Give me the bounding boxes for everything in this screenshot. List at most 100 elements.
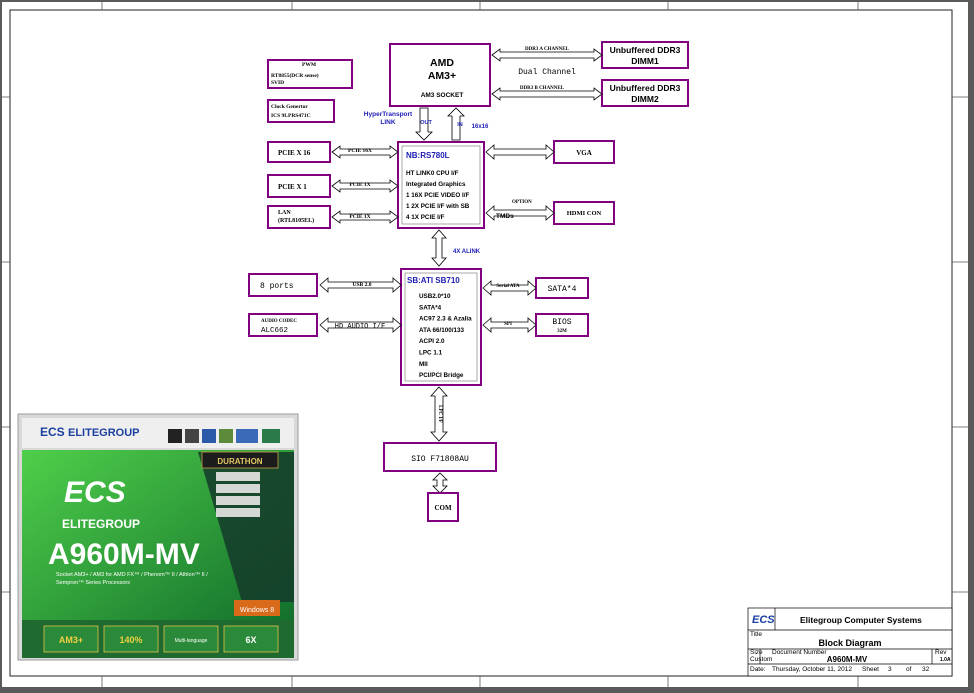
box-brand: ELITEGROUP xyxy=(62,517,140,531)
sheet-of-label: of xyxy=(906,666,912,673)
audio-box xyxy=(248,313,318,337)
clock-line2: ICS 9LPRS471C xyxy=(271,113,311,119)
inner-frame xyxy=(9,9,953,677)
cpu-socket: AM3 SOCKET xyxy=(421,92,464,99)
ht-label-2: LINK xyxy=(380,119,395,126)
ht-width-label: 16x16 xyxy=(472,124,489,130)
ht-in-label: IN xyxy=(457,122,463,128)
cpu-model: AM3+ xyxy=(428,70,456,82)
pwm-line2: SVID xyxy=(271,80,284,86)
com-label: COM xyxy=(434,504,452,512)
sb-feature-item: MII xyxy=(419,361,428,368)
dimm1-line2: DIMM1 xyxy=(631,56,659,66)
pcie-x1-box xyxy=(267,174,331,198)
hdmi-arrow xyxy=(485,205,555,221)
audio-line2: ALC662 xyxy=(261,327,288,335)
usb-label: 8 ports xyxy=(260,282,294,291)
ddr-b-label: DDR3 B CHANNEL xyxy=(520,86,565,91)
lpc-arrow xyxy=(430,386,448,442)
sb-feature-item: LPC 1.1 xyxy=(419,350,443,357)
sb-feature-item: ACPI 2.0 xyxy=(419,338,445,345)
pcie-x16-label: PCIE X 16 xyxy=(278,149,311,157)
dimm2-line2: DIMM2 xyxy=(631,94,659,104)
com-box xyxy=(427,492,459,522)
com-arrow xyxy=(432,472,448,494)
sb-title: SB:ATI SB710 xyxy=(407,276,460,285)
title-company: Elitegroup Computer Systems xyxy=(800,615,922,625)
dimm1-block: Unbuffered DDR3 DIMM1 xyxy=(601,41,689,69)
nb-feature-item: 1 2X PCIE I/F with SB xyxy=(406,203,470,210)
box-series: DURATHON xyxy=(217,457,262,466)
sata-label: SATA*4 xyxy=(548,285,577,294)
box-desc2: Sempron™ Series Processors xyxy=(56,580,130,586)
alink-arrow xyxy=(431,229,447,267)
cpu-name: AMD xyxy=(430,57,454,69)
usb-box xyxy=(248,273,318,297)
box-feature3: Multi-language xyxy=(175,638,208,644)
cpu-block: AMD AM3+ AM3 SOCKET xyxy=(389,43,491,107)
usb-arrow xyxy=(319,277,402,293)
size-label: Size xyxy=(750,649,763,656)
ddr-b-arrow xyxy=(491,87,603,101)
pwm-line1: RT8855(DCR sense) xyxy=(271,72,319,79)
title-block xyxy=(747,607,953,677)
sb-feature-item: USB2.0*10 xyxy=(419,293,451,300)
ht-label-1: HyperTransport xyxy=(364,111,413,118)
ddr-a-arrow xyxy=(491,48,603,62)
box-brand-small: ELITEGROUP xyxy=(68,427,140,439)
sb-feature-item: PCI/PCI Bridge xyxy=(419,372,464,379)
audio-bus: HD AUDIO I/F xyxy=(335,323,385,331)
pcie-x16-box xyxy=(267,141,331,163)
sata-bus: Serial ATA xyxy=(496,284,520,289)
alink-label: 4X ALINK xyxy=(453,249,481,255)
bios-line2: 32M xyxy=(557,329,567,334)
title-label: Title xyxy=(750,631,762,638)
lan-arrow xyxy=(331,210,399,224)
clock-line1: Clock Genertor xyxy=(271,104,308,110)
product-box-image: ECS ELITEGROUP DURATHON ECS ELITEGROUP A… xyxy=(17,413,299,661)
dimm1-line1: Unbuffered DDR3 xyxy=(610,45,681,55)
box-feature1: AM3+ xyxy=(59,635,83,645)
date-value: Thursday, October 11, 2012 xyxy=(772,666,852,673)
lan-box xyxy=(267,205,331,229)
ddr-a-label: DDR3 A CHANNEL xyxy=(525,47,570,52)
rev-value: 1.0A xyxy=(940,657,951,663)
box-feature4: 6X xyxy=(245,635,256,645)
date-label: Date: xyxy=(750,666,766,673)
box-feature2: 140% xyxy=(119,635,142,645)
pwm-title: PWM xyxy=(302,62,317,68)
spi-arrow xyxy=(482,317,537,333)
sheet-value: 3 xyxy=(888,666,892,673)
nb-title: NB:RS780L xyxy=(406,151,450,160)
lan-line2: (RTL8105EL) xyxy=(278,217,314,224)
ht-out-label: OUT xyxy=(420,120,432,126)
lan-bus: PCIE 1X xyxy=(349,214,370,220)
sio-label: SIO F71808AU xyxy=(411,455,469,464)
sb-feature-item: ATA 66/100/133 xyxy=(419,327,465,334)
nb-feature-item: HT LINK0 CPU I/F xyxy=(406,170,459,177)
pcie-x16-bus: PCIE 16X xyxy=(348,148,372,154)
box-model: A960M-MV xyxy=(48,538,200,571)
box-desc1: Socket AM3+ / AM3 for AMD FX™ / Phenom™ … xyxy=(56,572,208,578)
box-ecs-small-logo: ECS xyxy=(40,425,65,439)
audio-arrow xyxy=(319,317,402,333)
vga-arrow xyxy=(485,144,555,160)
spi-label: SPI xyxy=(504,322,512,327)
title-ecs-logo-icon: ECS xyxy=(752,614,775,626)
lpc-label: LPC I/F xyxy=(437,405,442,423)
doc-number-value: A960M-MV xyxy=(827,655,868,664)
clock-block: Clock Genertor ICS 9LPRS471C xyxy=(267,99,335,123)
ht-out-arrow xyxy=(415,107,433,141)
pcie-x16-arrow xyxy=(331,145,399,159)
doc-number-label: Document Number xyxy=(772,649,827,656)
sheet-label: Sheet xyxy=(862,666,879,673)
dual-channel-label: Dual Channel xyxy=(518,68,576,77)
rev-label: Rev xyxy=(935,649,947,656)
